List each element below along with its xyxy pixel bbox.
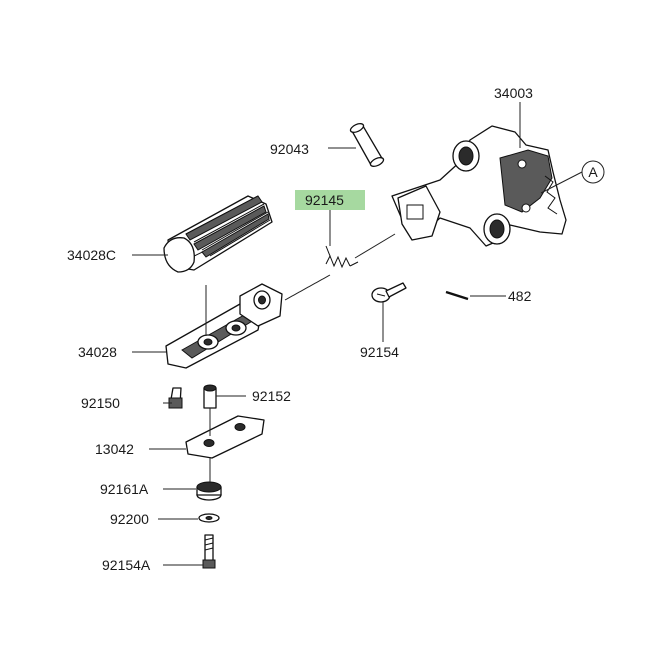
pivot-pin-482[interactable] bbox=[445, 290, 469, 301]
washer-92200[interactable] bbox=[198, 513, 220, 523]
highlight-92145 bbox=[295, 190, 365, 210]
bolt-92150[interactable] bbox=[168, 387, 183, 409]
bushing-92152[interactable] bbox=[203, 384, 217, 409]
label-92150[interactable]: 92150 bbox=[81, 395, 120, 411]
label-34028[interactable]: 34028 bbox=[78, 344, 117, 360]
label-92154a[interactable]: 92154A bbox=[102, 557, 151, 573]
label-92043[interactable]: 92043 bbox=[270, 141, 309, 157]
leader-lines bbox=[132, 102, 521, 566]
label-92200[interactable]: 92200 bbox=[110, 511, 149, 527]
reference-marker-text: A bbox=[588, 164, 598, 180]
label-92152[interactable]: 92152 bbox=[252, 388, 291, 404]
label-13042[interactable]: 13042 bbox=[95, 441, 134, 457]
label-34003[interactable]: 34003 bbox=[494, 85, 533, 101]
damper-92161a[interactable] bbox=[196, 481, 222, 501]
part-labels: 34003 92043 92145 34028C 34028 482 92154… bbox=[67, 85, 533, 573]
footpeg-rubber-34028c[interactable] bbox=[163, 195, 273, 273]
plate-13042[interactable] bbox=[185, 415, 265, 459]
reference-marker-a: A bbox=[540, 160, 605, 194]
label-92145[interactable]: 92145 bbox=[305, 192, 344, 208]
footrest-bracket-34003[interactable] bbox=[391, 125, 567, 247]
spring-92145[interactable] bbox=[325, 245, 359, 269]
label-34028c[interactable]: 34028C bbox=[67, 247, 116, 263]
footpeg-34028[interactable] bbox=[165, 283, 283, 369]
label-92154[interactable]: 92154 bbox=[360, 344, 399, 360]
bolt-92154a[interactable] bbox=[202, 534, 216, 569]
collar-92043[interactable] bbox=[349, 122, 385, 168]
label-482[interactable]: 482 bbox=[508, 288, 532, 304]
bolt-92154[interactable] bbox=[371, 282, 407, 303]
label-92161a[interactable]: 92161A bbox=[100, 481, 149, 497]
